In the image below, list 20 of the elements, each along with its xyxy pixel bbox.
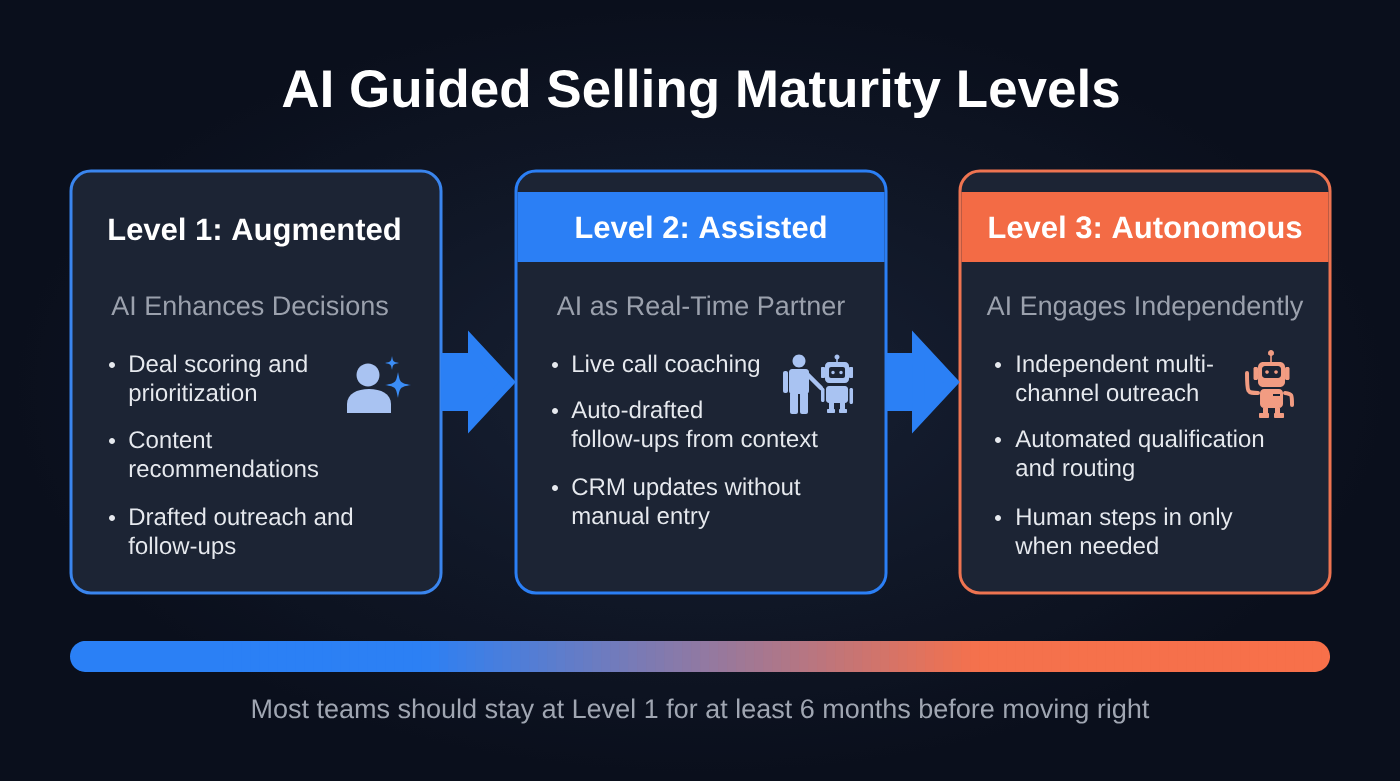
card-subtitle: AI as Real-Time Partner [556,295,845,316]
card-subtitle: AI Enhances Decisions [111,295,388,316]
card-heading: Level 1: Augmented [109,217,400,247]
bullet-text: Drafted outreach and follow-ups [128,507,353,559]
bullet-text: CRM updates without manual entry [572,477,801,529]
bullet-text: Human steps in only when needed [1015,507,1233,555]
bullet-text: Independent multi-channel outreach [1016,354,1213,402]
bullet-text: Content recommendations [129,431,319,478]
title: AI Guided Selling Maturity Levels [282,68,1119,119]
bullet-text: Live call coaching [573,354,760,377]
bullet-text: Deal scoring and prioritization [129,354,307,406]
card-heading: Level 2: Assisted [576,215,826,239]
bullet-text: Auto-drafted follow-ups from context [571,400,818,452]
level-card [514,169,888,595]
card-heading: Level 3: Autonomous [989,215,1302,239]
level-card [958,169,1332,595]
bullet-text: Automated qualification and routing [1015,429,1264,481]
caption: Most teams should stay at Level 1 for at least 6 months before moving right [252,698,1150,724]
card-subtitle: AI Engages Independently [986,295,1304,321]
level-card [69,169,443,595]
